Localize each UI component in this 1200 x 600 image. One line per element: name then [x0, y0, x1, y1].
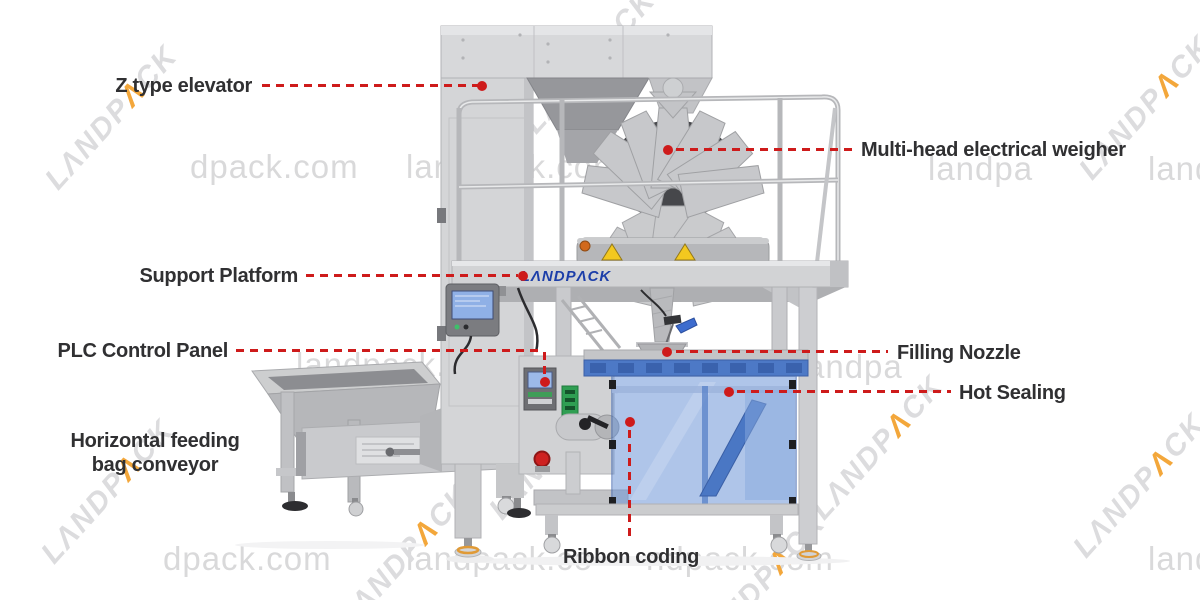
z-elevator-graphic	[437, 25, 534, 558]
annotation-dot	[540, 377, 550, 387]
annotation-dot	[518, 271, 528, 281]
annotation-line	[737, 390, 951, 393]
platform-brand-logo: LΛNDPΛCK	[521, 268, 612, 285]
elevator-head-graphic	[440, 25, 713, 163]
floor-shadows	[235, 541, 850, 566]
annotation-dot	[625, 417, 635, 427]
annotation-line	[676, 148, 852, 151]
annotation-dot	[662, 347, 672, 357]
annotation-label-plc-control-panel: PLC Control Panel	[57, 340, 229, 362]
annotation-line	[262, 84, 478, 87]
annotation-label-multi-head-electrical-weigher: Multi-head electrical weigher	[861, 139, 1126, 161]
watermark-url: landp.	[1148, 150, 1200, 187]
annotation-label-horizontal-feeding-bag-conveyor: Horizontal feeding bag conveyor	[70, 430, 240, 476]
annotation-line	[236, 349, 542, 352]
annotation-line	[306, 274, 518, 277]
annotation-label-filling-nozzle: Filling Nozzle	[897, 342, 1021, 364]
doypack-machine-graphic	[518, 349, 809, 506]
annotation-dot	[724, 387, 734, 397]
annotation-label-ribbon-coding: Ribbon coding	[562, 546, 700, 568]
plc-panel-graphic	[445, 283, 506, 375]
platform-railing-graphic	[456, 94, 841, 289]
annotation-dot	[477, 81, 487, 91]
machine-base-graphic	[535, 503, 799, 554]
support-platform-graphic: LΛNDPΛCK	[451, 260, 849, 288]
annotation-label-support-platform: Support Platform	[139, 265, 298, 287]
annotation-line	[628, 430, 631, 540]
annotation-label-hot-sealing: Hot Sealing	[959, 382, 1066, 404]
warning-triangle-icon	[674, 243, 696, 261]
annotation-dot	[663, 145, 673, 155]
warning-triangle-icon	[601, 243, 623, 261]
watermark-url: landpa	[928, 150, 1034, 187]
annotation-label-z-type-elevator: Z type elevator	[115, 75, 252, 97]
watermark-url: landp.	[1148, 540, 1200, 577]
annotation-line	[543, 352, 546, 378]
platform-legs-graphic	[452, 283, 848, 561]
watermark-url: andpa	[806, 348, 903, 385]
watermark-url: dpack.com	[190, 148, 359, 185]
annotation-line	[676, 350, 888, 353]
